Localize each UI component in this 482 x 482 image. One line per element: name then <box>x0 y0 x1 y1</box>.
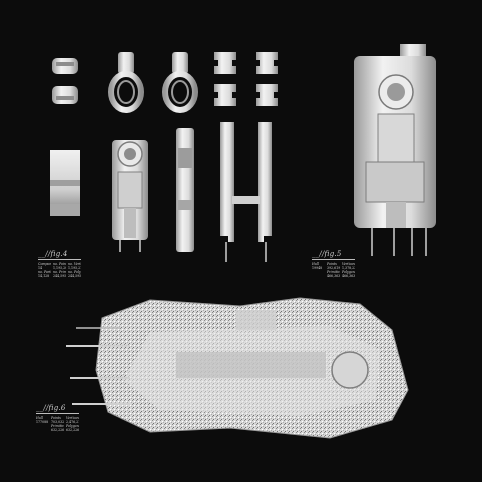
fig6-stat: 177088 <box>36 420 49 424</box>
fig6-stat: 632,226 <box>66 428 79 432</box>
part-barrel-column <box>176 128 194 252</box>
fig6-title: __//fig.6 <box>36 404 66 412</box>
part-cap-top <box>52 58 78 74</box>
fig5-stat: 466,363 <box>342 274 355 278</box>
fig6-stats: Hull Points Vertices 177088 703,032 2,47… <box>36 416 79 432</box>
fig4-stat: 1,195,201 <box>53 266 66 270</box>
fig5-title: __//fig.5 <box>312 250 342 258</box>
fig4-stat: 14,128 <box>38 274 50 278</box>
fig5-stat: Points <box>327 262 337 266</box>
fig5-stats: Hull Points Vertices 19948 392,619 1,378… <box>312 262 355 278</box>
fig5-stat: Polygons <box>342 270 355 274</box>
fig6-stat <box>36 428 49 432</box>
part-ring-clamp-2 <box>162 52 198 113</box>
fig6-stat: Polygons <box>66 424 79 428</box>
fig4-stat: no. Primitives <box>53 270 66 274</box>
fig4-stat: 14 <box>38 266 43 270</box>
fig6-stat: Vertices <box>66 416 79 420</box>
assembled-module <box>354 44 436 256</box>
fig6-stat: 632,226 <box>51 428 64 432</box>
fig6-stat: Points <box>51 416 61 420</box>
part-cap-bottom <box>52 86 78 104</box>
fig4-stat: 1,195,213 <box>68 266 81 270</box>
part-block <box>50 150 80 216</box>
fig5-stat: 1,378,231 <box>342 266 355 270</box>
fig6-stat: 2,476,216 <box>66 420 79 424</box>
fig6-stat: Hull <box>36 416 43 420</box>
fig4-stat: no. Polygons <box>68 270 81 274</box>
fig4-stats: Components no. Points no. Vertices 14 1,… <box>38 262 81 278</box>
fig4-stat: Components <box>38 262 51 266</box>
part-turret-assembly <box>112 140 148 252</box>
fig5-caption: __//fig.5 Hull Points Vertices 19948 392… <box>312 250 355 278</box>
fig5-stat: 466,363 <box>327 274 340 278</box>
fig4-stat: no. Parts <box>38 270 51 274</box>
fig5-stat <box>312 274 325 278</box>
fig5-stat: 392,619 <box>327 266 340 270</box>
fig5-stat: 19948 <box>312 266 323 270</box>
fig6-stat: 703,032 <box>51 420 64 424</box>
fig5-rule <box>312 259 355 260</box>
fig6-rule <box>36 413 79 414</box>
part-bracket-set <box>214 52 278 106</box>
weathered-hull <box>66 297 409 439</box>
fig6-caption: __//fig.6 Hull Points Vertices 177088 70… <box>36 404 79 432</box>
fig4-stat: 244,595 <box>68 274 81 278</box>
fig5-stat: Vertices <box>342 262 355 266</box>
fig4-title: __//fig.4 <box>38 250 68 258</box>
fig6-stat: Primitives <box>51 424 64 428</box>
part-twin-rails <box>220 122 272 262</box>
part-ring-clamp-1 <box>108 52 144 113</box>
fig5-stat: Hull <box>312 262 319 266</box>
fig4-stat: no. Vertices <box>68 262 81 266</box>
fig4-stat: no. Points <box>53 262 66 266</box>
fig4-caption: __//fig.4 Components no. Points no. Vert… <box>38 250 81 278</box>
fig5-stat: Primitives <box>327 270 340 274</box>
fig4-rule <box>38 259 81 260</box>
fig4-stat: 244,595 <box>53 274 66 278</box>
